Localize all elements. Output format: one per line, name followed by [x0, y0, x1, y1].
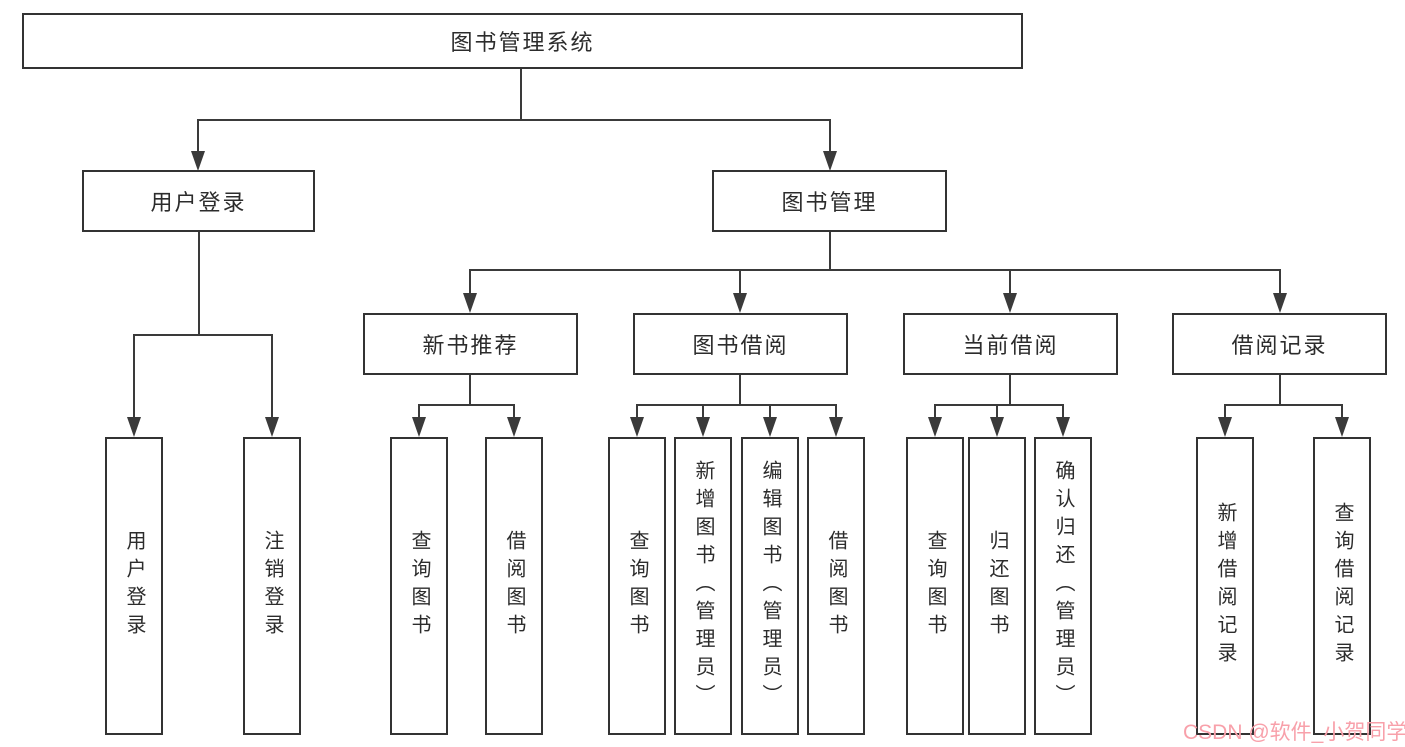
- leaf-confirm-return-admin: 确认归还（管理员）: [1034, 437, 1092, 735]
- connector-book-management-branch: [463, 231, 1287, 313]
- leaf-borrow-books-label: 借阅图书: [825, 530, 847, 642]
- node-book-borrow: 图书借阅: [633, 313, 848, 375]
- leaf-search-books-current: 查询图书: [906, 437, 964, 735]
- leaf-user-login: 用户登录: [105, 437, 163, 735]
- leaf-confirm-return-admin-label: 确认归还（管理员）: [1052, 460, 1074, 712]
- connector-new-book-recommend-branch: [412, 374, 521, 437]
- leaf-add-book-admin-label: 新增图书（管理员）: [692, 460, 714, 712]
- leaf-add-borrow-record-label: 新增借阅记录: [1214, 502, 1236, 670]
- connector-user-login-branch: [127, 231, 279, 437]
- leaf-search-books-current-label: 查询图书: [924, 530, 946, 642]
- leaf-logout-label: 注销登录: [261, 530, 283, 642]
- leaf-borrow-books-recommend-label: 借阅图书: [503, 530, 525, 642]
- leaf-add-borrow-record: 新增借阅记录: [1196, 437, 1254, 735]
- csdn-watermark: CSDN @软件_小贺同学: [1183, 721, 1405, 744]
- leaf-user-login-label: 用户登录: [123, 530, 145, 642]
- node-borrow-records: 借阅记录: [1172, 313, 1387, 375]
- leaf-search-books-recommend-label: 查询图书: [408, 530, 430, 642]
- leaf-borrow-books: 借阅图书: [807, 437, 865, 735]
- node-book-management: 图书管理: [712, 170, 947, 232]
- leaf-return-book: 归还图书: [968, 437, 1026, 735]
- node-user-login: 用户登录: [82, 170, 315, 232]
- leaf-search-books-borrow-label: 查询图书: [626, 530, 648, 642]
- leaf-add-book-admin: 新增图书（管理员）: [674, 437, 732, 735]
- connector-book-borrow-branch: [630, 374, 843, 437]
- node-new-book-recommend: 新书推荐: [363, 313, 578, 375]
- connector-borrow-records-branch: [1218, 374, 1349, 437]
- leaf-edit-book-admin: 编辑图书（管理员）: [741, 437, 799, 735]
- leaf-search-borrow-record: 查询借阅记录: [1313, 437, 1371, 735]
- connector-root-to-level2: [191, 69, 837, 171]
- node-library-management-system: 图书管理系统: [22, 13, 1023, 69]
- leaf-search-borrow-record-label: 查询借阅记录: [1331, 502, 1353, 670]
- leaf-return-book-label: 归还图书: [986, 530, 1008, 642]
- node-current-borrow: 当前借阅: [903, 313, 1118, 375]
- connector-current-borrow-branch: [928, 374, 1070, 437]
- leaf-search-books-recommend: 查询图书: [390, 437, 448, 735]
- leaf-logout: 注销登录: [243, 437, 301, 735]
- leaf-search-books-borrow: 查询图书: [608, 437, 666, 735]
- leaf-edit-book-admin-label: 编辑图书（管理员）: [759, 460, 781, 712]
- leaf-borrow-books-recommend: 借阅图书: [485, 437, 543, 735]
